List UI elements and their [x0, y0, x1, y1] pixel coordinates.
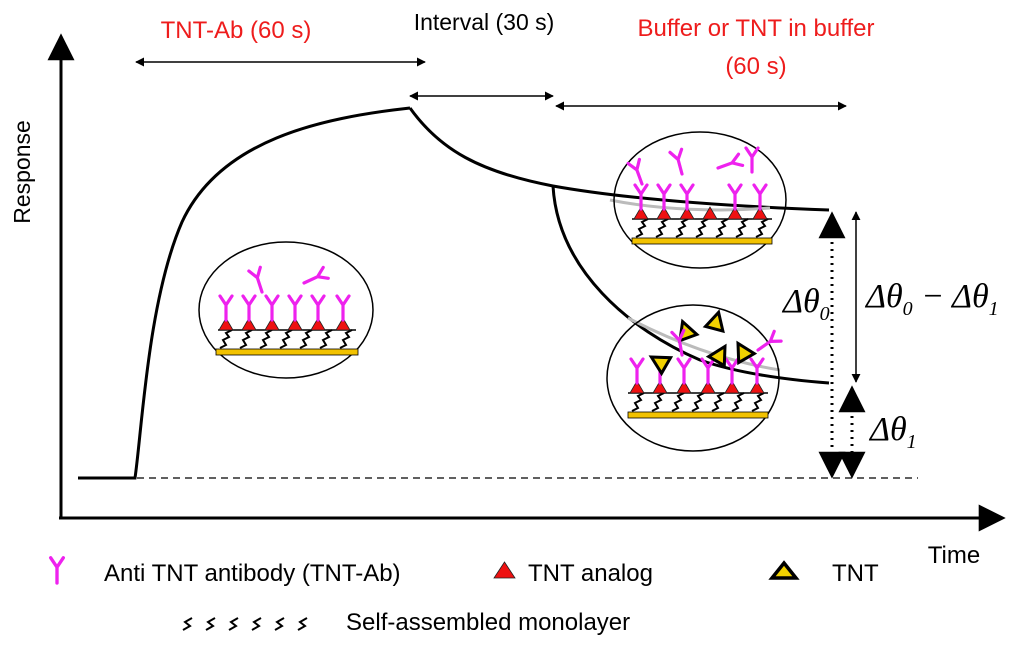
tnt-competition-circle: [606, 304, 783, 452]
phase-annotations: TNT-Ab (60 s) Interval (30 s) Buffer or …: [135, 9, 875, 111]
binding-circle: [198, 241, 374, 379]
association-phase-label: TNT-Ab (60 s): [161, 17, 312, 44]
faint-reference-curve-top: [609, 198, 771, 212]
delta-arrows: [818, 211, 866, 479]
legend-analog-label: TNT analog: [528, 560, 653, 587]
faint-reference-curve-bottom: [627, 316, 781, 372]
legend-tnt-label: TNT: [832, 560, 879, 587]
response-curves: [78, 106, 830, 480]
legend-analog-icon: [493, 561, 516, 579]
gold-substrate: [215, 348, 359, 356]
monolayer-chains-bottom: [631, 392, 765, 412]
monolayer-chains: [219, 329, 353, 349]
axes: Response Time: [9, 33, 1006, 569]
legend-antibody-icon: [49, 556, 65, 585]
buffer-phase-label-line1: Buffer or TNT in buffer: [637, 15, 874, 42]
association-curve: [78, 106, 411, 480]
delta-labels: Δθ0 Δθ0 − Δθ1 Δθ1: [781, 278, 999, 453]
monolayer-chains-top: [635, 218, 769, 238]
bound-antibodies: [218, 294, 351, 322]
difference-label: Δθ0 − Δθ1: [864, 278, 999, 320]
released-antibodies-top: [626, 146, 760, 188]
legend-antibody-label: Anti TNT antibody (TNT-Ab): [104, 560, 401, 587]
y-axis-label: Response: [9, 120, 35, 224]
free-antibodies: [247, 265, 330, 296]
x-axis-label: Time: [928, 542, 980, 569]
interval-phase-label: Interval (30 s): [414, 9, 555, 35]
bound-analogs: [218, 317, 351, 331]
buffer-circle: [613, 131, 787, 269]
legend: Anti TNT antibody (TNT-Ab) TNT analog TN…: [49, 556, 879, 636]
legend-monolayer-icon: [182, 617, 308, 631]
buffer-phase-label-line2: (60 s): [725, 53, 786, 80]
legend-tnt-icon: [768, 560, 800, 580]
legend-monolayer-label: Self-assembled monolayer: [346, 609, 630, 636]
tnt-dissociation-curve: [551, 185, 830, 385]
delta0-label: Δθ0: [781, 283, 830, 325]
dissociation-curve: [408, 107, 830, 212]
analogs-bottom: [629, 380, 765, 394]
delta1-label: Δθ1: [868, 411, 917, 453]
